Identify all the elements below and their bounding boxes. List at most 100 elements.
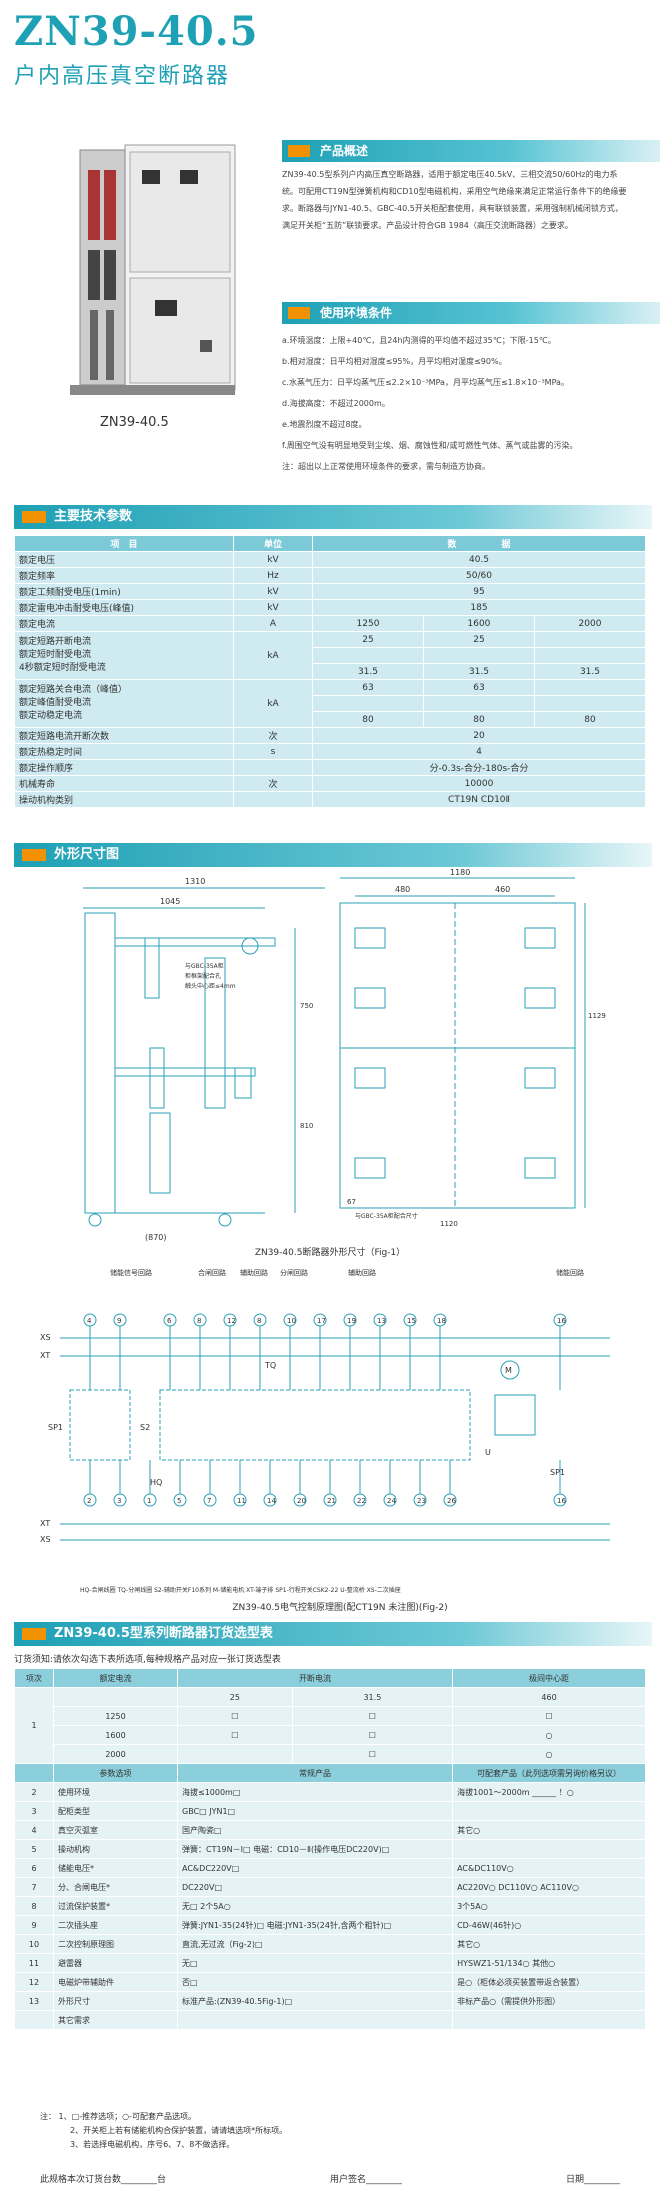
terminal-number: 6 xyxy=(167,1317,172,1325)
env-item: a.环境温度：上限+40℃，且24h内测得的平均值不超过35℃；下限-15℃。 xyxy=(282,336,556,345)
insulator-arm xyxy=(114,937,276,947)
order-normal[interactable]: 否□ xyxy=(176,1972,454,1992)
order-current: 2000 xyxy=(53,1744,178,1764)
order-param: 分、合闸电压* xyxy=(53,1877,178,1897)
order-normal[interactable] xyxy=(176,2010,454,2030)
spec-value xyxy=(533,631,647,648)
order-param: 真空灭弧室 xyxy=(53,1820,178,1840)
order-normal[interactable]: 国产陶瓷□ xyxy=(176,1820,454,1840)
terminal-number: 16 xyxy=(557,1317,566,1325)
overview-heading: 产品概述 xyxy=(282,140,660,162)
order-normal[interactable]: 无□ xyxy=(176,1953,454,1973)
table-row: 其它需求 xyxy=(14,2010,646,2030)
order-current: 1250 xyxy=(53,1706,178,1726)
dim-label: (870) xyxy=(145,1233,167,1242)
order-optional[interactable]: AC220V○ DC110V○ AC110V○ xyxy=(452,1877,646,1897)
order-optional[interactable]: 其它○ xyxy=(452,1820,646,1840)
order-optional[interactable]: HYSWZ1-51/134○ 其他○ xyxy=(452,1953,646,1973)
dimension-heading: 外形尺寸图 xyxy=(14,843,652,867)
overview-heading-text: 产品概述 xyxy=(320,144,369,158)
terminal-number: 17 xyxy=(317,1317,326,1325)
order-optional[interactable]: CD-46W(46针)○ xyxy=(452,1915,646,1935)
option-circle[interactable]: ○ xyxy=(452,1725,646,1745)
order-normal[interactable]: GBC□ JYN1□ xyxy=(176,1801,454,1821)
spec-unit: kV xyxy=(233,599,313,616)
dim-label: 460 xyxy=(495,885,510,894)
terminal-number: 22 xyxy=(357,1497,366,1505)
table-row: 2000 ☐○ xyxy=(15,1744,646,1764)
terminal-number: 3 xyxy=(117,1497,121,1505)
spec-value: CT19N CD10Ⅱ xyxy=(312,791,646,808)
order-cell: 25 xyxy=(177,1687,293,1707)
checkbox[interactable]: ☐ xyxy=(291,1706,454,1726)
pole xyxy=(204,957,226,1109)
order-no: 10 xyxy=(14,1934,54,1954)
window xyxy=(354,1157,386,1179)
option-circle[interactable]: ○ xyxy=(452,1744,646,1764)
order-optional[interactable]: 3个5A○ xyxy=(452,1896,646,1916)
dim-label: 67 xyxy=(347,1198,356,1206)
title-chinese: 户内高压真空断路器 xyxy=(14,64,231,89)
order-param: 其它需求 xyxy=(53,2010,178,2030)
order-param: 电磁炉带辅助件 xyxy=(53,1972,178,1992)
order-param: 储能电压* xyxy=(53,1858,178,1878)
spec-item: 额定短时耐受电流 xyxy=(19,650,92,660)
date-field[interactable]: 日期________ xyxy=(565,2175,620,2185)
spec-value: 95 xyxy=(312,583,646,600)
checkbox[interactable]: ☐ xyxy=(177,1725,293,1745)
contact-arm xyxy=(241,937,259,955)
dim-label: 810 xyxy=(300,1122,313,1130)
order-normal[interactable]: DC220V□ xyxy=(176,1877,454,1897)
spec-value xyxy=(312,695,424,712)
order-no: 11 xyxy=(14,1953,54,1973)
spec-unit: s xyxy=(233,743,313,760)
checkbox[interactable]: ☐ xyxy=(452,1706,646,1726)
order-normal[interactable]: 弹簧：CT19N－Ⅰ□ 电磁：CD10－Ⅱ(操作电压DC220V)□ xyxy=(176,1839,454,1859)
component-label: M xyxy=(505,1366,512,1375)
terminal-number: 24 xyxy=(387,1497,396,1505)
order-optional[interactable]: 非标产品○（需提供外形图） xyxy=(452,1991,646,2011)
order-optional[interactable] xyxy=(452,1839,646,1859)
spec-unit: 次 xyxy=(233,775,313,792)
order-normal[interactable]: 无□ 2个5A○ xyxy=(176,1896,454,1916)
order-no: 2 xyxy=(14,1782,54,1802)
env-note: 注：超出以上正常使用环境条件的要求，需与制造方协商。 xyxy=(282,462,490,471)
component-label: S2 xyxy=(140,1423,150,1432)
order-normal[interactable]: 直流,无过流（Fig-2)□ xyxy=(176,1934,454,1954)
checkbox[interactable]: ☐ xyxy=(177,1706,293,1726)
order-optional[interactable]: 其它○ xyxy=(452,1934,646,1954)
spec-value: 31.5 xyxy=(422,663,535,680)
spec-col-item: 项 目 xyxy=(14,535,234,552)
order-normal[interactable]: 海拔≤1000m□ xyxy=(176,1782,454,1802)
terminal-number: 15 xyxy=(407,1317,416,1325)
checkbox[interactable]: ☐ xyxy=(291,1725,454,1745)
rectifier-bridge xyxy=(494,1394,536,1436)
dimension-heading-text: 外形尺寸图 xyxy=(54,847,120,862)
order-optional[interactable]: AC&DC110V○ xyxy=(452,1858,646,1878)
checkbox[interactable]: ☐ xyxy=(291,1744,454,1764)
order-normal[interactable]: 标准产品:(ZN39-40.5Fig-1)□ xyxy=(176,1991,454,2011)
spec-value xyxy=(422,695,535,712)
order-col-no xyxy=(14,1763,54,1783)
order-optional[interactable] xyxy=(452,1801,646,1821)
env-item: b.相对湿度：日平均相对湿度≤95%，月平均相对湿度≤90%。 xyxy=(282,357,507,366)
order-quantity-field[interactable]: 此规格本次订货台数________台 xyxy=(40,2175,167,2185)
side-frame xyxy=(84,912,116,1214)
order-no: 4 xyxy=(14,1820,54,1840)
order-optional[interactable]: 海拔1001～2000m ______ ！○ xyxy=(452,1782,646,1802)
order-optional[interactable] xyxy=(452,2010,646,2030)
order-normal[interactable]: AC&DC220V□ xyxy=(176,1858,454,1878)
order-optional[interactable]: 是○（柜体必须买装置带返合装置） xyxy=(452,1972,646,1992)
order-note: 注： 1、□-推荐选项；○-可配套产品选项。 xyxy=(40,2112,196,2121)
table-row: 1600☐☐○ xyxy=(15,1725,646,1745)
user-signature-field[interactable]: 用户签名________ xyxy=(329,2175,402,2185)
order-normal[interactable]: 弹簧:JYN1-35(24针)□ 电磁:JYN1-35(24针,含两个粗针)□ xyxy=(176,1915,454,1935)
spec-item: 额定电压 xyxy=(14,551,234,568)
terminal-number: 12 xyxy=(227,1317,236,1325)
spec-value: 40.5 xyxy=(312,551,646,568)
